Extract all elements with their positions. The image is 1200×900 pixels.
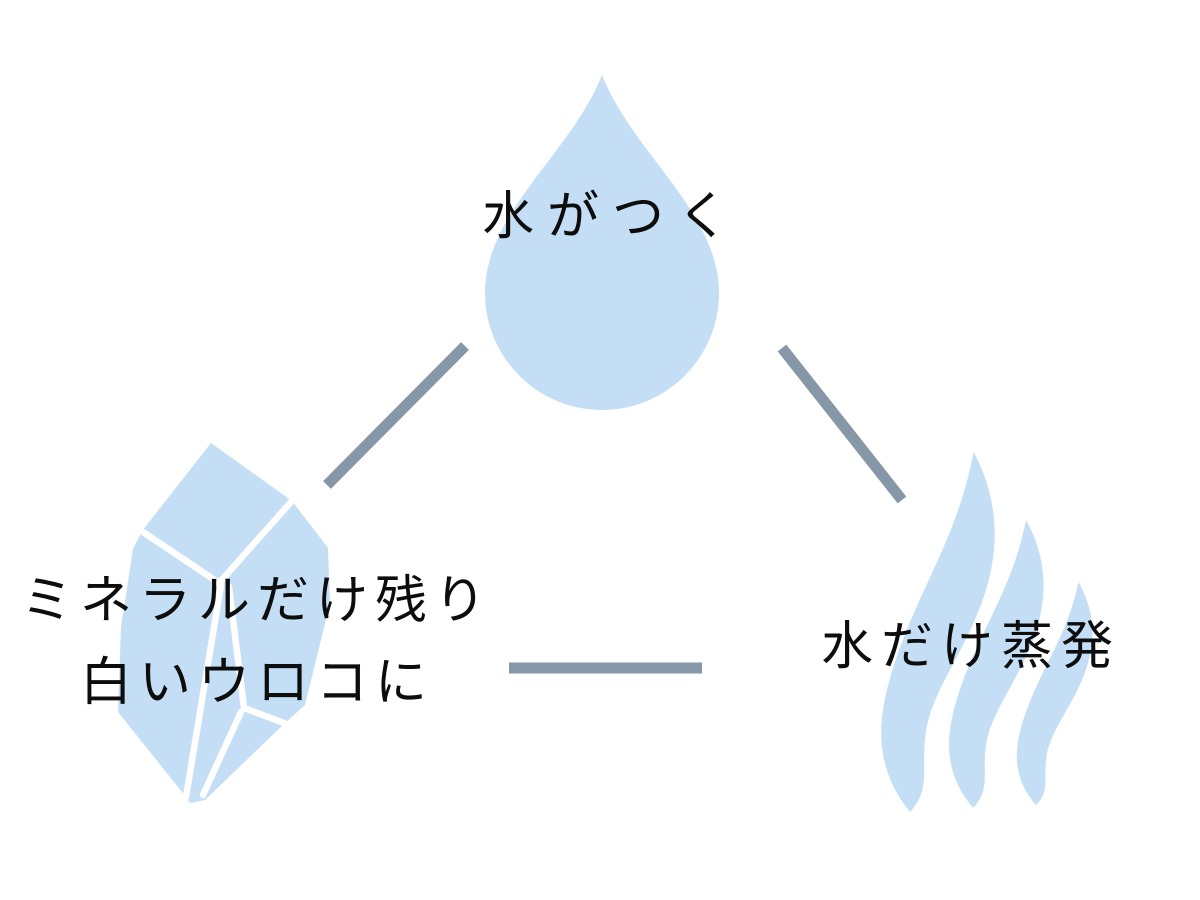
facet-line <box>240 704 288 727</box>
water-droplet-icon <box>485 75 719 410</box>
facet-line <box>225 583 248 712</box>
steam-waves-icon <box>881 452 1093 812</box>
crystal-facet-lines <box>139 498 295 801</box>
facet-line <box>182 581 225 801</box>
connector-lines <box>323 342 907 674</box>
steam-wave-2 <box>948 520 1044 808</box>
bottom-left-node-label: ミネラルだけ残り 白いウロコに <box>7 560 507 724</box>
connector-top-to-left <box>323 342 469 489</box>
icon-shapes <box>118 75 1093 812</box>
mineral-crystal-icon <box>118 443 330 803</box>
steam-wave-1 <box>881 452 995 812</box>
connector-top-to-right <box>777 344 907 504</box>
steam-wave-3 <box>1016 582 1093 806</box>
bottom-left-label-line2: 白いウロコに <box>79 654 434 712</box>
facet-line <box>199 708 245 799</box>
top-node-label: 水がつく <box>481 188 742 246</box>
facet-line <box>215 498 295 587</box>
bottom-left-label-line1: ミネラルだけ残り <box>20 572 493 630</box>
bottom-right-node-label: 水だけ蒸発 <box>820 618 1121 676</box>
facet-line <box>139 528 223 587</box>
